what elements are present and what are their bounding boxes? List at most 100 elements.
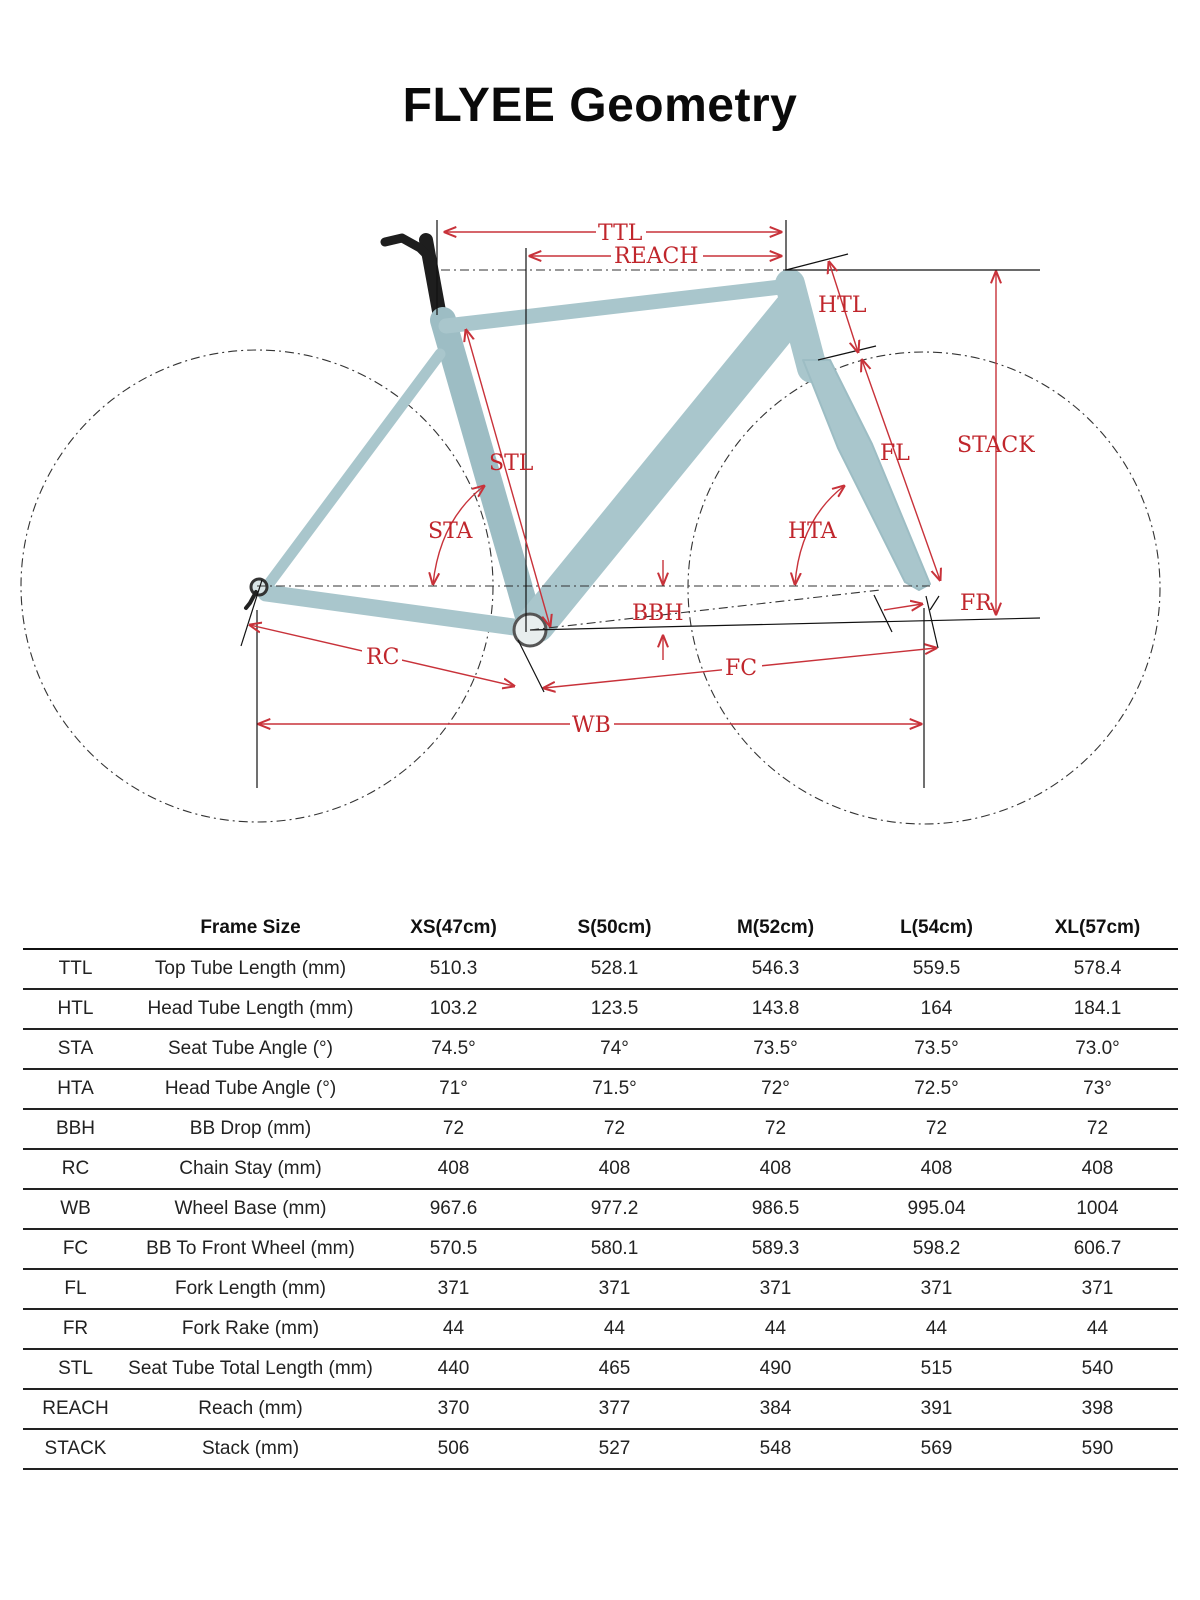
row-code: TTL — [23, 949, 128, 990]
geometry-table: Frame Size XS(47cm) S(50cm) M(52cm) L(54… — [23, 908, 1178, 1470]
row-name: Seat Tube Angle (°) — [128, 1029, 373, 1070]
row-code: STL — [23, 1349, 128, 1390]
header-size: M(52cm) — [695, 908, 856, 950]
row-name: Head Tube Angle (°) — [128, 1069, 373, 1110]
row-value: 72 — [856, 1109, 1017, 1150]
row-value: 72 — [1017, 1109, 1178, 1150]
row-value: 569 — [856, 1429, 1017, 1470]
row-name: Chain Stay (mm) — [128, 1149, 373, 1190]
label-htl: HTL — [818, 293, 867, 318]
row-value: 73° — [1017, 1069, 1178, 1110]
chain-stay — [257, 584, 530, 637]
row-value: 143.8 — [695, 989, 856, 1030]
page-title: FLYEE Geometry — [402, 79, 798, 132]
row-value: 606.7 — [1017, 1229, 1178, 1270]
row-code: FL — [23, 1269, 128, 1310]
table-header-row: Frame Size XS(47cm) S(50cm) M(52cm) L(54… — [23, 908, 1178, 950]
row-value: 72 — [373, 1109, 534, 1150]
label-fr: FR — [960, 591, 993, 616]
row-value: 548 — [695, 1429, 856, 1470]
label-ttl: TTL — [598, 221, 643, 246]
row-value: 44 — [373, 1309, 534, 1350]
row-value: 398 — [1017, 1389, 1178, 1430]
header-size: S(50cm) — [534, 908, 695, 950]
row-code: FR — [23, 1309, 128, 1350]
row-value: 590 — [1017, 1429, 1178, 1470]
down-tube — [517, 291, 811, 643]
row-value: 71° — [373, 1069, 534, 1110]
row-value: 986.5 — [695, 1189, 856, 1230]
row-value: 73.5° — [695, 1029, 856, 1070]
row-code: HTL — [23, 989, 128, 1030]
row-code: BBH — [23, 1109, 128, 1150]
row-value: 44 — [534, 1309, 695, 1350]
saddle-clamp — [380, 233, 435, 263]
label-rc: RC — [366, 645, 399, 670]
row-value: 371 — [856, 1269, 1017, 1310]
row-value: 528.1 — [534, 949, 695, 990]
row-value: 580.1 — [534, 1229, 695, 1270]
row-value: 598.2 — [856, 1229, 1017, 1270]
header-corner — [23, 908, 128, 950]
row-value: 408 — [1017, 1149, 1178, 1190]
row-value: 506 — [373, 1429, 534, 1470]
row-name: Wheel Base (mm) — [128, 1189, 373, 1230]
row-name: Top Tube Length (mm) — [128, 949, 373, 990]
row-value: 384 — [695, 1389, 856, 1430]
row-value: 71.5° — [534, 1069, 695, 1110]
row-value: 371 — [534, 1269, 695, 1310]
row-value: 72 — [534, 1109, 695, 1150]
row-name: Seat Tube Total Length (mm) — [128, 1349, 373, 1390]
row-name: Stack (mm) — [128, 1429, 373, 1470]
row-value: 377 — [534, 1389, 695, 1430]
label-bbh: BBH — [632, 601, 684, 626]
row-value: 74.5° — [373, 1029, 534, 1070]
label-reach: REACH — [614, 244, 699, 269]
row-value: 184.1 — [1017, 989, 1178, 1030]
construction-lines — [240, 220, 1041, 788]
header-size: XL(57cm) — [1017, 908, 1178, 950]
row-name: Head Tube Length (mm) — [128, 989, 373, 1030]
row-value: 408 — [534, 1149, 695, 1190]
row-code: WB — [23, 1189, 128, 1230]
header-frame-size: Frame Size — [128, 908, 373, 950]
row-value: 164 — [856, 989, 1017, 1030]
row-value: 490 — [695, 1349, 856, 1390]
label-stl: STL — [489, 451, 534, 476]
row-value: 440 — [373, 1349, 534, 1390]
row-name: Fork Length (mm) — [128, 1269, 373, 1310]
row-code: HTA — [23, 1069, 128, 1110]
row-value: 408 — [856, 1149, 1017, 1190]
row-value: 391 — [856, 1389, 1017, 1430]
row-value: 44 — [1017, 1309, 1178, 1350]
geometry-diagram: TTL REACH HTL STACK FL STL STA HTA BBH F… — [20, 218, 1161, 825]
row-value: 559.5 — [856, 949, 1017, 990]
row-value: 371 — [1017, 1269, 1178, 1310]
row-value: 72° — [695, 1069, 856, 1110]
row-value: 570.5 — [373, 1229, 534, 1270]
row-value: 540 — [1017, 1349, 1178, 1390]
row-value: 74° — [534, 1029, 695, 1070]
row-value: 465 — [534, 1349, 695, 1390]
row-value: 370 — [373, 1389, 534, 1430]
row-value: 73.5° — [856, 1029, 1017, 1070]
derailleur-hanger — [244, 590, 258, 610]
row-code: REACH — [23, 1389, 128, 1430]
row-name: BB To Front Wheel (mm) — [128, 1229, 373, 1270]
header-size: L(54cm) — [856, 908, 1017, 950]
header-size: XS(47cm) — [373, 908, 534, 950]
